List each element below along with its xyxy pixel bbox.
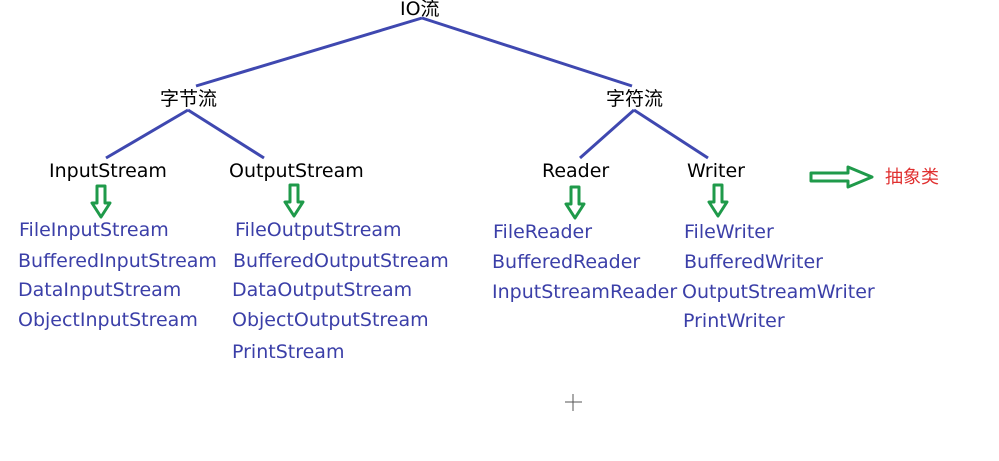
class-bufferedoutputstream: BufferedOutputStream: [233, 250, 449, 272]
branch-bytes-label: 字节流: [160, 88, 218, 110]
abstract-inputstream-label: InputStream: [49, 160, 167, 182]
class-objectinputstream: ObjectInputStream: [18, 309, 198, 331]
class-objectoutputstream: ObjectOutputStream: [232, 309, 429, 331]
connector-chars-writer: [633, 108, 709, 160]
class-fileoutputstream: FileOutputStream: [235, 219, 402, 241]
connector-root-bytes: [195, 16, 423, 88]
abstract-writer-label: Writer: [687, 160, 745, 182]
legend-abstract-class-label: 抽象类: [885, 167, 939, 188]
abstract-reader-label: Reader: [542, 160, 610, 182]
right-arrow-icon: [809, 165, 874, 189]
class-inputstreamreader: InputStreamReader: [492, 281, 678, 303]
class-filereader: FileReader: [493, 221, 593, 243]
class-filewriter: FileWriter: [684, 221, 774, 243]
class-bufferedreader: BufferedReader: [492, 251, 641, 273]
class-dataoutputstream: DataOutputStream: [232, 279, 413, 301]
abstract-outputstream-label: OutputStream: [229, 160, 364, 182]
class-datainputstream: DataInputStream: [18, 279, 182, 301]
down-arrow-icon: [90, 184, 112, 219]
cursor-crosshair-icon: [565, 394, 582, 411]
connector-chars-reader: [579, 108, 635, 160]
connector-bytes-input: [105, 108, 189, 160]
class-printwriter: PrintWriter: [683, 310, 785, 332]
root-node-label: IO流: [400, 0, 440, 20]
down-arrow-icon: [707, 183, 729, 218]
class-bufferedinputstream: BufferedInputStream: [18, 250, 217, 272]
class-bufferedwriter: BufferedWriter: [684, 251, 823, 273]
class-fileinputstream: FileInputStream: [19, 219, 169, 241]
branch-chars-label: 字符流: [606, 88, 664, 110]
down-arrow-icon: [564, 185, 586, 220]
down-arrow-icon: [283, 183, 305, 218]
class-outputstreamwriter: OutputStreamWriter: [682, 281, 875, 303]
connector-bytes-output: [187, 108, 265, 160]
class-printstream: PrintStream: [232, 341, 345, 363]
connector-root-chars: [421, 16, 633, 88]
